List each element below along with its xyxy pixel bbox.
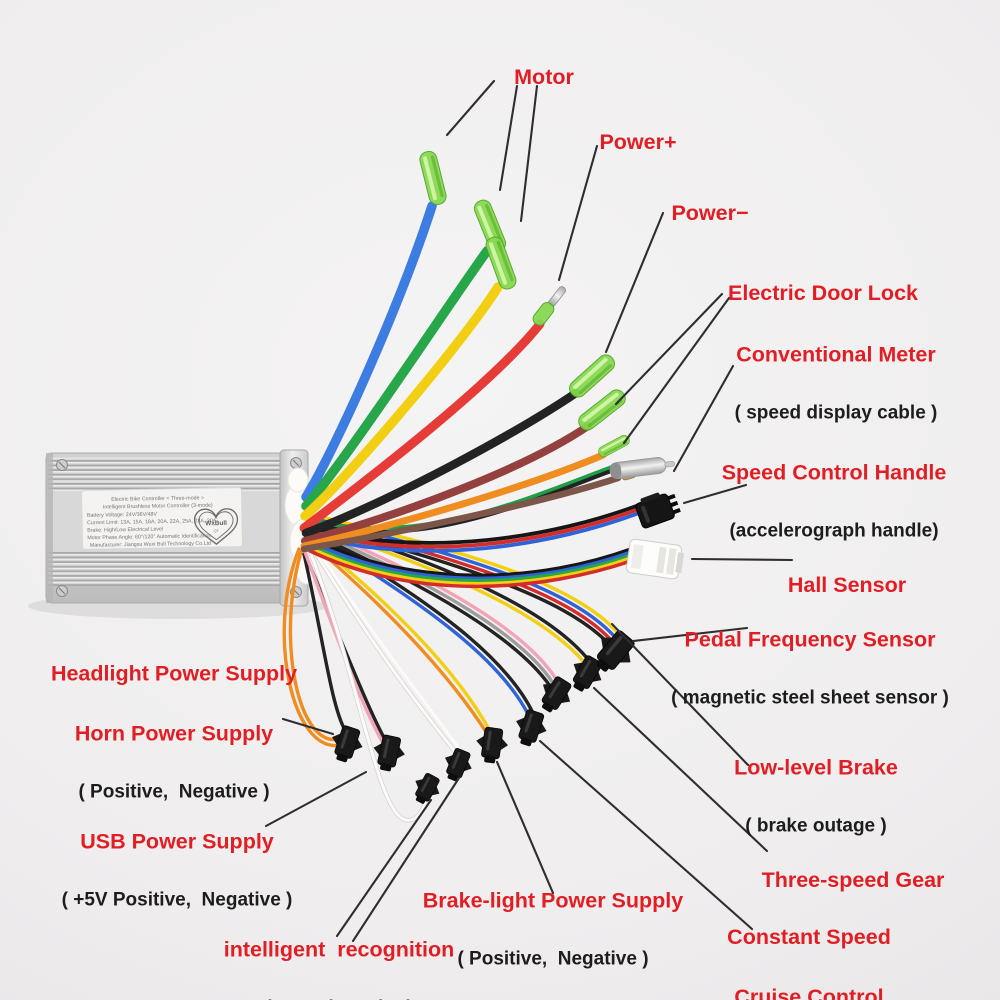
sticker-line: Manufacturer: Jiangsu Wuxi Bull Technolo… [90,541,211,549]
label-meter-title: Conventional Meter [736,342,936,367]
leader-motor-3 [519,84,539,223]
cruise-connector [509,706,552,751]
motor-connector-yellow [483,234,519,292]
box-fins-bottom [48,551,282,586]
leader-intelligent-2 [351,776,461,943]
brand-logo-text: WxBull [205,520,227,527]
meter-connector [609,457,676,479]
label-hall-title: Hall Sensor [787,572,907,597]
door-lock-connector-small [596,433,632,459]
label-door-lock: Electric Door Lock [728,245,918,323]
sticker-line: Current Limit: 13A, 15A, 18A, 20A, 22A, … [87,518,217,526]
label-cruise-title2: Cruise Control [734,984,884,1000]
leader-hall [690,557,794,562]
label-headlight-title2: Horn Power Supply [74,721,274,746]
label-usb: USB Power Supply ( +5V Positive, Negativ… [62,794,293,929]
label-motor-title: Motor [514,64,574,89]
three-speed-connector [531,671,579,720]
leader-power-plus [557,144,599,282]
label-power-plus: Power+ [599,94,676,172]
door-lock-wire-orange [300,451,607,550]
label-headlight-sub: ( Positive, Negative ) [78,781,270,803]
label-meter: Conventional Meter ( speed display cable… [735,307,938,442]
label-brake-light: Brake-light Power Supply ( Positive, Neg… [423,853,683,988]
leader-intelligent-1 [335,798,433,938]
brand-logo-subtext: QT [214,529,220,533]
leader-door-lock-2 [622,296,731,445]
meter-wire-brown [300,474,622,553]
sticker-line: Brake: High/Low Electrical Level [87,526,163,533]
power-minus-wire [301,388,581,538]
hall-sensor-connector [626,538,685,580]
label-power-plus-title: Power+ [599,129,677,154]
label-intelligent-sub: ( Learning-wire ) [224,997,455,1000]
leader-door-lock-1 [614,292,724,406]
label-throttle-title: Speed Control Handle [721,460,947,485]
door-lock-wire [301,422,592,545]
motor-wire-yellow [300,282,503,521]
label-brake-light-sub: ( Positive, Negative ) [457,948,649,970]
label-three-speed: Three-speed Gear [762,832,945,910]
leader-motor-2 [498,84,519,192]
label-pedal-sub: ( magnetic steel sheet sensor ) [671,687,949,709]
label-low-brake: Low-level Brake ( brake outage ) [734,720,898,855]
label-brake-light-title: Brake-light Power Supply [422,888,684,913]
brake-light-connector [473,725,511,766]
label-motor: Motor [514,29,574,107]
leader-throttle [682,483,748,505]
sticker-line: Intelligent Brushless Motor Controller (… [103,503,213,511]
leader-cruise [538,739,754,931]
sticker-line: Electric Bike Controller < Three-mode > [111,495,204,503]
motor-wire-green [301,246,492,511]
label-throttle-sub: (accelerograph handle) [729,520,939,542]
label-pedal: Pedal Frequency Sensor ( magnetic steel … [671,592,949,727]
label-cruise: Constant Speed Cruise Control [727,889,891,1000]
power-plus-terminal [532,286,567,326]
label-throttle: Speed Control Handle (accelerograph hand… [722,425,947,560]
leader-meter [672,364,735,473]
sticker-line: Battery Voltage: 24V/36V/48V [87,512,158,519]
leader-headlight [281,717,335,736]
label-headlight: Headlight Power Supply Horn Power Supply… [51,626,297,821]
motor-connector-blue [417,149,449,207]
sticker-line: Motor Phase Angle: 60°/120° Automatic Id… [87,533,211,541]
label-low-brake-title: Low-level Brake [734,755,898,780]
leader-lines [264,79,794,943]
brand-logo-heart: WxBull QT [193,508,239,545]
label-low-brake-sub: ( brake outage ) [745,815,887,837]
label-power-minus: Power− [671,165,748,243]
label-intelligent: intelligent recognition ( Learning-wire … [224,902,455,1000]
signal-wires [305,465,641,589]
leader-brake-light [495,760,555,895]
controller-box: Electric Bike Controller < Three-mode > … [28,449,328,619]
label-intelligent-title: intelligent recognition [223,937,455,962]
label-power-minus-title: Power− [671,200,749,225]
box-fins-top [48,457,282,491]
leader-pedal [631,626,749,643]
leader-low-brake [610,622,750,767]
leader-usb [264,770,368,828]
connectors [325,149,685,810]
power-plus-wire [299,319,545,533]
wire-harness [282,149,685,823]
motor-wire-blue [301,201,437,502]
label-hall: Hall Sensor [788,537,906,615]
label-pedal-title: Pedal Frequency Sensor [684,627,936,652]
label-cruise-title: Constant Speed [727,924,891,949]
label-usb-sub: ( +5V Positive, Negative ) [61,889,293,911]
label-meter-sub: ( speed display cable ) [734,402,938,424]
leader-motor-1 [445,79,496,137]
label-door-lock-title: Electric Door Lock [728,280,918,305]
label-three-speed-title: Three-speed Gear [761,867,945,892]
power-phase-wires [299,201,622,553]
leader-power-minus [604,211,665,354]
label-usb-title: USB Power Supply [80,829,274,854]
spec-sticker: Electric Bike Controller < Three-mode > … [81,487,243,550]
label-headlight-title: Headlight Power Supply [50,661,298,686]
leader-three-speed [592,686,769,853]
throttle-connector [635,492,681,529]
